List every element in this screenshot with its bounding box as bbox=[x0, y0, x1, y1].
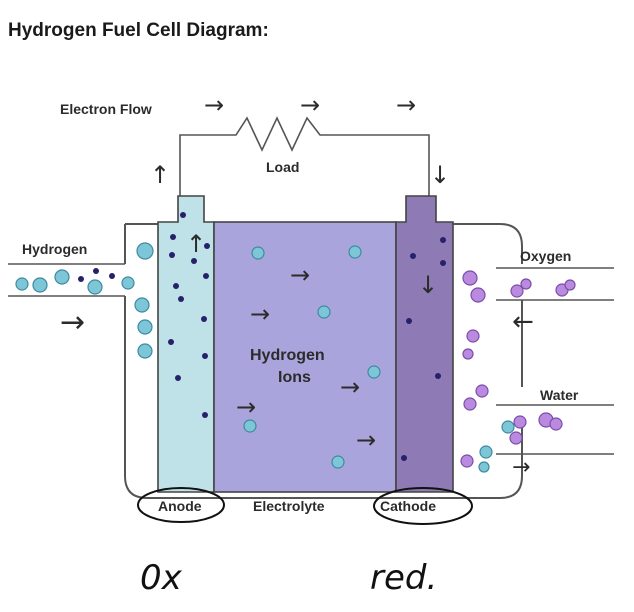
anode-handwritten-note: 0x bbox=[140, 558, 183, 598]
up-arrow-wire: ↑ bbox=[150, 161, 170, 189]
ion-arrow-5: → bbox=[356, 426, 376, 454]
water-label: Water bbox=[540, 387, 579, 403]
up-arrow-anode: ↑ bbox=[186, 230, 206, 258]
oxygen-label: Oxygen bbox=[520, 248, 571, 264]
load-label: Load bbox=[266, 159, 299, 175]
ion-arrow-2: → bbox=[250, 300, 270, 328]
down-arrow-cathode: ↓ bbox=[418, 271, 438, 299]
cathode-handwritten-note: red. bbox=[370, 558, 437, 598]
down-arrow-wire: ↓ bbox=[430, 161, 450, 189]
electron-flow-arrow-3: → bbox=[396, 91, 416, 119]
electron-flow-arrow-1: → bbox=[204, 91, 224, 119]
electron-flow-arrow-2: → bbox=[300, 91, 320, 119]
cell-casing bbox=[124, 223, 523, 499]
oxygen-particles bbox=[460, 270, 576, 468]
ion-arrow-3: → bbox=[340, 373, 360, 401]
hydrogen-inlet-pipe bbox=[8, 263, 125, 297]
hydrogen-particles bbox=[15, 242, 515, 473]
electron-dots bbox=[78, 212, 446, 461]
water-out-arrow: → bbox=[512, 455, 530, 480]
anode-electrode bbox=[157, 195, 215, 493]
diagram-title: Hydrogen Fuel Cell Diagram: bbox=[8, 20, 269, 41]
hydrogen-ions-label-2: Ions bbox=[278, 369, 311, 386]
cathode-handdrawn-circle bbox=[373, 487, 473, 525]
oxygen-inlet-pipe bbox=[496, 267, 614, 301]
cathode-electrode bbox=[395, 195, 454, 493]
oxygen-in-arrow: ← bbox=[512, 307, 534, 337]
electrolyte-label: Electrolyte bbox=[253, 498, 325, 514]
hydrogen-in-arrow: → bbox=[60, 305, 85, 340]
anode-handdrawn-circle bbox=[137, 487, 225, 523]
water-outlet-pipe bbox=[496, 404, 614, 455]
electrolyte-region bbox=[213, 221, 397, 493]
circuit-wire bbox=[179, 116, 430, 196]
cathode-label: Cathode bbox=[380, 498, 436, 514]
electron-flow-label: Electron Flow bbox=[60, 101, 152, 117]
hydrogen-ions-label-1: Hydrogen bbox=[250, 347, 325, 364]
anode-label: Anode bbox=[158, 498, 202, 514]
ion-arrow-1: → bbox=[290, 261, 310, 289]
ion-arrow-4: → bbox=[236, 393, 256, 421]
flow-arrows: → → → ↑ ↓ ↑ ↓ → ← → → → → → → bbox=[60, 91, 534, 480]
hydrogen-label: Hydrogen bbox=[22, 241, 87, 257]
